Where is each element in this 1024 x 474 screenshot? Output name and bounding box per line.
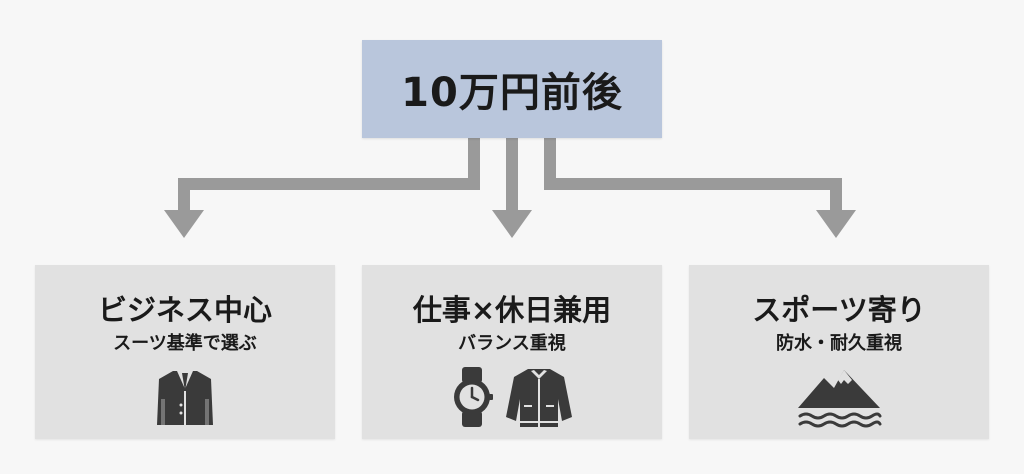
jacket-icon <box>506 369 572 427</box>
center-arrow-stem <box>506 138 518 212</box>
watch-icon <box>454 367 493 427</box>
budget-box: 10万円前後 <box>362 40 662 138</box>
left-arrow-head <box>164 210 204 238</box>
right-arrow-drop <box>830 178 842 212</box>
left-arrow-drop <box>178 178 190 212</box>
center-arrow-head <box>492 210 532 238</box>
mountain-water-icon <box>798 370 882 428</box>
left-arrow-stem <box>468 138 480 190</box>
budget-title: 10万円前後 <box>401 70 623 116</box>
card-title: ビジネス中心 <box>97 293 272 327</box>
card-work-holiday: 仕事×休日兼用 バランス重視 <box>362 265 662 439</box>
card-icons <box>689 363 989 431</box>
suit-icon <box>157 371 213 425</box>
card-title: スポーツ寄り <box>752 293 926 327</box>
card-icons <box>35 363 335 431</box>
card-business: ビジネス中心 スーツ基準で選ぶ <box>35 265 335 439</box>
left-arrow-bar <box>178 178 480 190</box>
card-sports: スポーツ寄り 防水・耐久重視 <box>689 265 989 439</box>
card-subtitle: 防水・耐久重視 <box>776 333 902 354</box>
card-subtitle: スーツ基準で選ぶ <box>113 333 257 354</box>
card-title: 仕事×休日兼用 <box>412 293 612 327</box>
right-arrow-bar <box>544 178 842 190</box>
right-arrow-stem <box>544 138 556 190</box>
card-subtitle: バランス重視 <box>458 333 566 354</box>
card-icons <box>362 363 662 431</box>
right-arrow-head <box>816 210 856 238</box>
